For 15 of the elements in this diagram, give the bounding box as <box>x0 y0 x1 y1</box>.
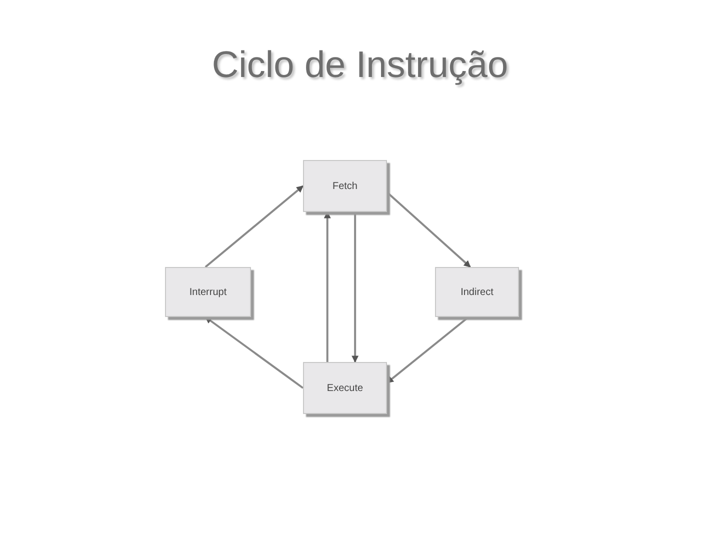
process-box <box>165 267 251 317</box>
arrow <box>204 316 304 389</box>
box-label: Indirect <box>460 286 494 298</box>
diagram-title: Ciclo de Instrução <box>210 44 510 86</box>
box-label: Interrupt <box>189 286 227 298</box>
arrow <box>324 211 331 362</box>
process-box <box>303 160 387 212</box>
arrow <box>386 316 470 384</box>
process-box <box>435 267 519 317</box>
arrow <box>204 185 304 268</box>
arrow <box>352 212 359 363</box>
box-label: Fetch <box>332 180 358 192</box>
arrow <box>386 192 471 268</box>
box-label: Execute <box>326 382 364 394</box>
process-box <box>303 362 387 414</box>
